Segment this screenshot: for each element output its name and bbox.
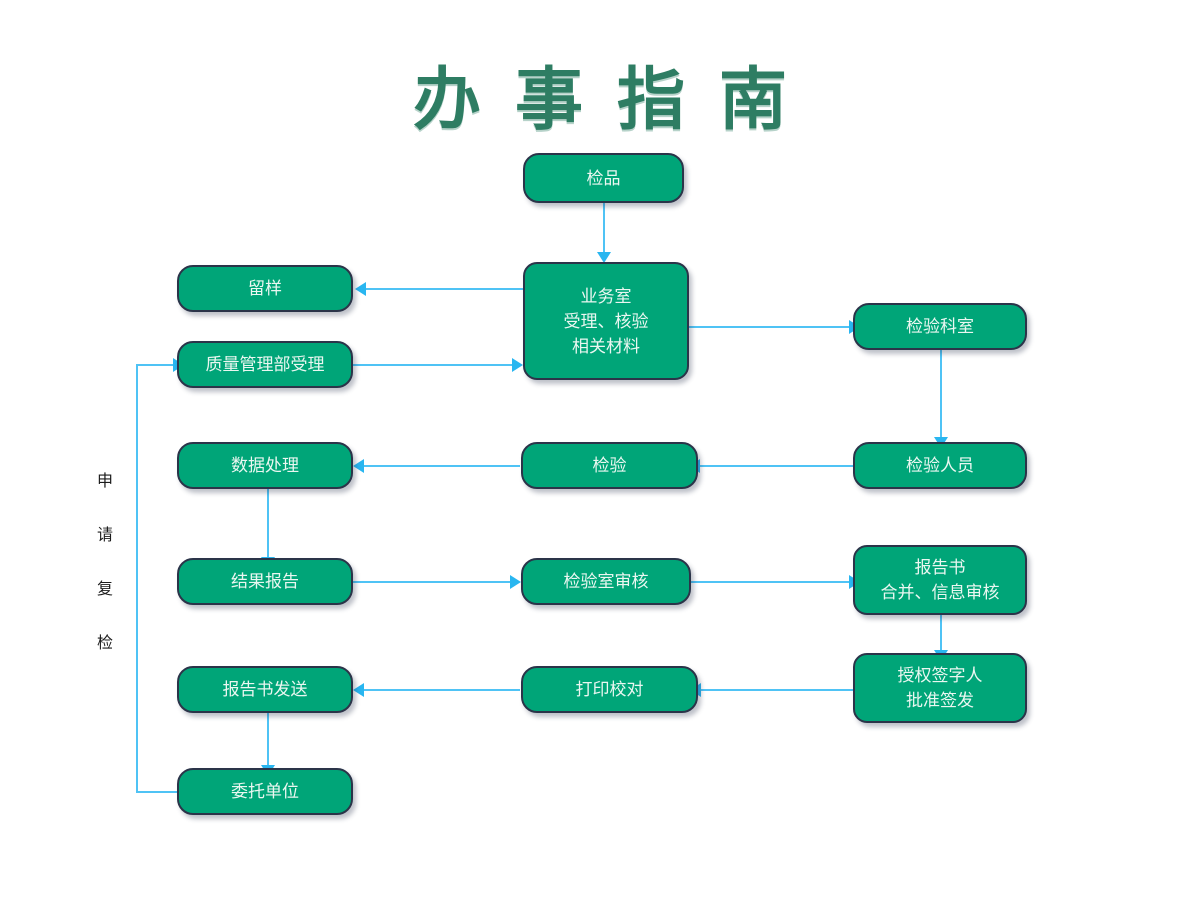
edge-business-office-to-inspect-dept-line	[689, 326, 851, 328]
reinspection-char-2: 请	[96, 527, 113, 544]
edge-print-proof-to-report-send-line	[362, 689, 520, 691]
edge-result-report-to-lab-review-arrow	[510, 575, 521, 589]
node-print-proof[interactable]: 打印校对	[521, 666, 698, 713]
node-authorized-signer-line-1: 授权签字人	[897, 666, 983, 685]
node-inspect-dept-label: 检验科室	[906, 317, 974, 336]
node-retain-sample[interactable]: 留样	[177, 265, 353, 312]
node-result-report-label: 结果报告	[231, 572, 299, 591]
edge-report-merge-to-authorized-signer-line	[940, 613, 942, 653]
node-report-send[interactable]: 报告书发送	[177, 666, 353, 713]
node-report-send-label: 报告书发送	[222, 680, 308, 699]
node-client-unit-label: 委托单位	[231, 782, 299, 801]
node-data-process-label: 数据处理	[231, 456, 299, 475]
edge-report-send-to-client-unit-line	[267, 712, 269, 768]
node-lab-review[interactable]: 检验室审核	[521, 558, 691, 605]
node-lab-review-label: 检验室审核	[563, 572, 649, 591]
page-title: 办事指南	[412, 60, 821, 140]
node-qm-accept-label: 质量管理部受理	[205, 355, 325, 374]
edge-business-office-to-retain-sample-line	[364, 288, 525, 290]
edge-data-process-to-result-report-line	[267, 488, 269, 560]
node-sample-label: 检品	[586, 168, 621, 188]
edge-print-proof-to-report-send-arrow	[353, 683, 364, 697]
edge-lab-review-to-report-merge-line	[691, 581, 851, 583]
edge-qm-accept-to-business-office-line	[353, 364, 513, 366]
node-report-merge-line-1: 报告书	[914, 558, 966, 577]
node-report-merge[interactable]: 报告书 合并、信息审核	[853, 545, 1027, 615]
node-print-proof-label: 打印校对	[575, 680, 644, 699]
edge-client-unit-to-qm-accept-line-top	[136, 364, 175, 366]
node-report-merge-line-2: 合并、信息审核	[880, 583, 1000, 602]
node-client-unit[interactable]: 委托单位	[177, 768, 353, 815]
node-inspection-label: 检验	[592, 456, 627, 475]
edge-inspector-to-inspection-line	[698, 465, 855, 467]
edge-sample-to-business-office-arrow	[597, 252, 611, 263]
edge-authorized-signer-to-print-proof-line	[699, 689, 854, 691]
node-inspector[interactable]: 检验人员	[853, 442, 1027, 489]
edge-inspection-to-data-process-arrow	[353, 459, 364, 473]
edge-result-report-to-lab-review-line	[353, 581, 511, 583]
reinspection-char-4: 检	[96, 635, 113, 652]
node-inspection[interactable]: 检验	[521, 442, 698, 489]
reinspection-char-3: 复	[96, 581, 113, 598]
node-business-office-line-1: 业务室	[580, 286, 632, 306]
node-retain-sample-label: 留样	[248, 279, 282, 298]
node-authorized-signer[interactable]: 授权签字人 批准签发	[853, 653, 1027, 723]
node-business-office-line-2: 受理、核验	[563, 311, 649, 331]
node-data-process[interactable]: 数据处理	[177, 442, 353, 489]
node-inspect-dept[interactable]: 检验科室	[853, 303, 1027, 350]
node-business-office-line-3: 相关材料	[572, 336, 640, 356]
edge-sample-to-business-office-line	[603, 203, 605, 255]
node-result-report[interactable]: 结果报告	[177, 558, 353, 605]
edge-inspection-to-data-process-line	[362, 465, 520, 467]
edge-client-unit-to-qm-accept-line-bottom	[136, 791, 182, 793]
node-inspector-label: 检验人员	[906, 456, 974, 475]
edge-inspect-dept-to-inspector-line	[940, 350, 942, 440]
reinspection-char-1: 申	[96, 473, 113, 490]
edge-business-office-to-retain-sample-arrow	[355, 282, 366, 296]
node-sample[interactable]: 检品	[523, 153, 684, 203]
edge-client-unit-to-qm-accept-line-vertical	[136, 364, 138, 793]
apply-for-reinspection-label: 申 请 复 检	[92, 455, 118, 671]
edge-qm-accept-to-business-office-arrow	[512, 358, 523, 372]
node-business-office[interactable]: 业务室 受理、核验 相关材料	[523, 262, 689, 380]
node-qm-accept[interactable]: 质量管理部受理	[177, 341, 353, 388]
node-authorized-signer-line-2: 批准签发	[906, 691, 974, 710]
